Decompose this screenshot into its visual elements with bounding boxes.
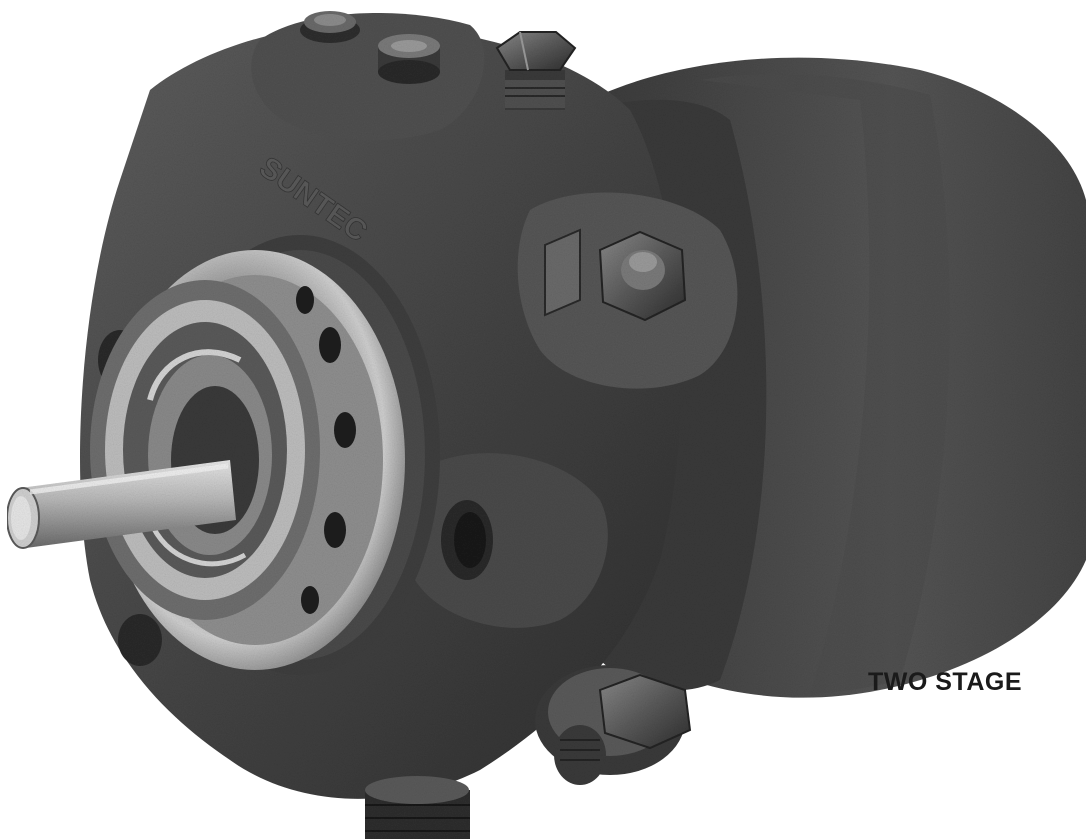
caption-label: TWO STAGE <box>868 668 1023 696</box>
drain-plug <box>365 776 470 839</box>
top-plug-1 <box>300 11 360 43</box>
top-bolt <box>495 31 577 110</box>
bottom-fitting <box>535 665 692 785</box>
side-hex-bolt <box>598 230 687 322</box>
drive-shaft <box>6 460 236 549</box>
top-plug-2 <box>378 34 440 84</box>
